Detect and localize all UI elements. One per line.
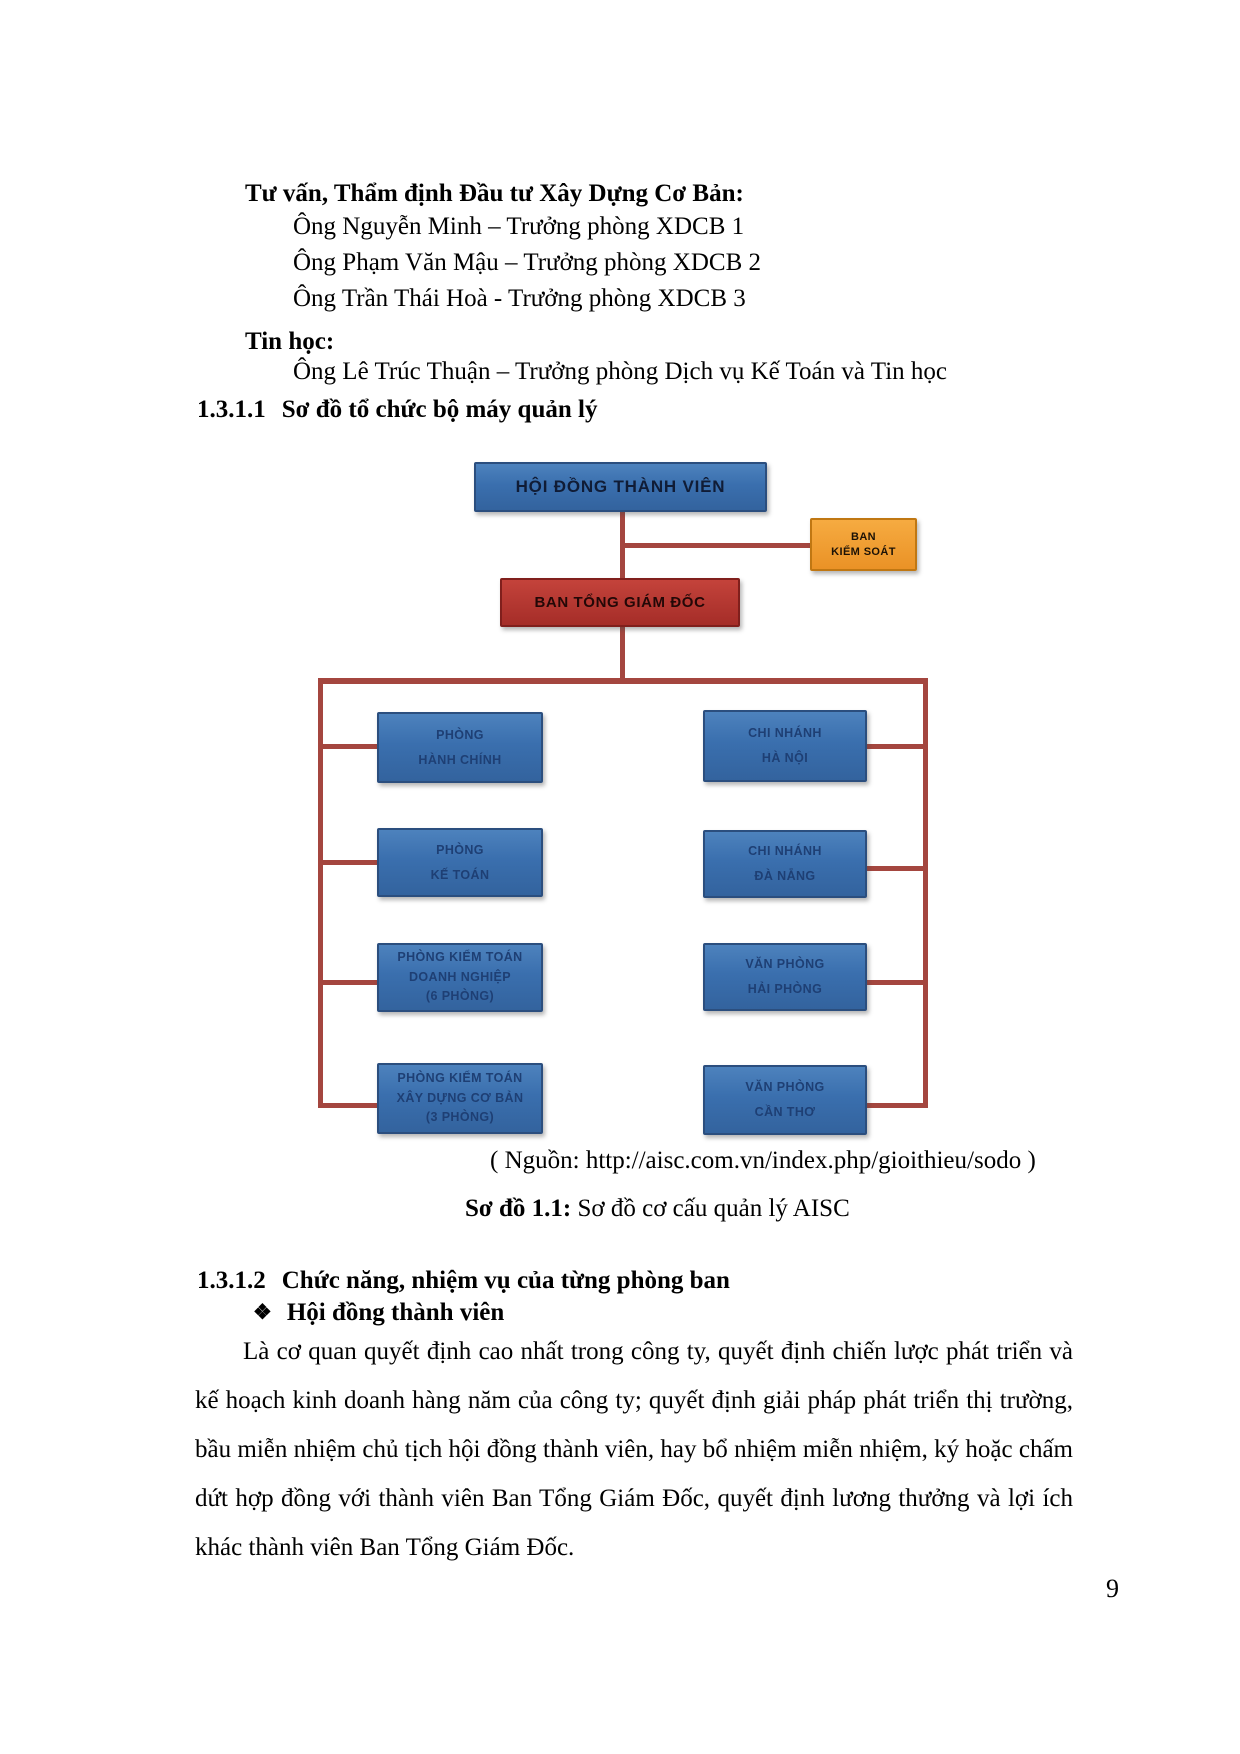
box-label: ĐÀ NẴNG: [754, 869, 816, 883]
box-label: PHÒNG: [436, 842, 484, 857]
box-label: PHÒNG KIỂM TOÁN: [397, 950, 523, 965]
bullet-heading: ❖ Hội đồng thành viên: [253, 1299, 504, 1327]
figure-caption-label: Sơ đồ 1.1:: [465, 1195, 572, 1222]
section-title: Sơ đồ tổ chức bộ máy quản lý: [281, 396, 598, 423]
box-label: BAN TỔNG GIÁM ĐỐC: [534, 594, 706, 611]
chart-box-chi-nhanh-ha-noi: CHI NHÁNH HÀ NỘI: [703, 710, 867, 782]
connector-line: [865, 866, 928, 871]
dept-group2-heading: Tin học:: [245, 328, 335, 355]
box-label: XÂY DỰNG CƠ BẢN: [396, 1090, 524, 1105]
figure-source: ( Nguồn: http://aisc.com.vn/index.php/gi…: [490, 1147, 1036, 1174]
box-label: HẢI PHÒNG: [747, 982, 823, 996]
section-heading-1311: 1.3.1.1 Sơ đồ tổ chức bộ máy quản lý: [197, 396, 597, 424]
section-number: 1.3.1.1: [197, 396, 266, 423]
chart-box-kiem-toan-doanh-nghiep: PHÒNG KIỂM TOÁN DOANH NGHIỆP (6 PHÒNG): [377, 943, 543, 1012]
box-label: DOANH NGHIỆP: [408, 969, 512, 984]
section-heading-1312: 1.3.1.2 Chức năng, nhiệm vụ của từng phòn…: [197, 1267, 730, 1295]
chart-box-phong-hanh-chinh: PHÒNG HÀNH CHÍNH: [377, 712, 543, 783]
connector-line: [923, 678, 928, 1108]
box-label: (3 PHÒNG): [425, 1110, 495, 1125]
box-label: BAN: [850, 530, 877, 543]
box-label: KIỂM SOÁT: [831, 545, 896, 558]
chart-box-kiem-toan-xdcb: PHÒNG KIỂM TOÁN XÂY DỰNG CƠ BẢN (3 PHÒNG…: [377, 1063, 543, 1134]
chart-box-members-council: HỘI ĐỒNG THÀNH VIÊN: [474, 462, 767, 512]
connector-line: [318, 678, 323, 1108]
connector-line: [865, 1103, 928, 1108]
chart-box-van-phong-hai-phong: VĂN PHÒNG HẢI PHÒNG: [703, 943, 867, 1011]
bullet-heading-text: Hội đồng thành viên: [286, 1299, 505, 1326]
connector-line: [318, 1103, 380, 1108]
connector-line: [318, 860, 380, 865]
box-label: VĂN PHÒNG: [745, 957, 825, 971]
connector-line: [865, 980, 928, 985]
dept-member-line: Ông Phạm Văn Mậu – Trưởng phòng XDCB 2: [293, 249, 762, 276]
box-label: HÀ NỘI: [761, 751, 809, 765]
box-label: CẦN THƠ: [754, 1105, 816, 1119]
box-label: CHI NHÁNH: [748, 844, 822, 858]
section-number: 1.3.1.2: [197, 1267, 266, 1294]
connector-line: [620, 627, 625, 682]
box-label: HÀNH CHÍNH: [418, 752, 502, 767]
chart-box-chi-nhanh-da-nang: CHI NHÁNH ĐÀ NẴNG: [703, 830, 867, 898]
figure-caption-text: Sơ đồ cơ cấu quản lý AISC: [577, 1195, 850, 1222]
box-label: PHÒNG: [436, 727, 484, 742]
box-label: PHÒNG KIỂM TOÁN: [397, 1071, 523, 1086]
chart-box-control-board: BAN KIỂM SOÁT: [810, 518, 917, 571]
section-title: Chức năng, nhiệm vụ của từng phòng ban: [281, 1267, 730, 1294]
box-label: CHI NHÁNH: [748, 726, 822, 740]
chart-box-general-directors: BAN TỔNG GIÁM ĐỐC: [500, 578, 740, 627]
connector-line: [318, 678, 928, 684]
box-label: HỘI ĐỒNG THÀNH VIÊN: [515, 477, 726, 496]
box-label: KẾ TOÁN: [430, 867, 490, 882]
dept-member-line: Ông Lê Trúc Thuận – Trưởng phòng Dịch vụ…: [293, 358, 947, 385]
diamond-bullet-icon: ❖: [253, 1300, 272, 1324]
connector-line: [622, 543, 810, 548]
figure-caption: Sơ đồ 1.1: Sơ đồ cơ cấu quản lý AISC: [465, 1195, 850, 1223]
box-label: (6 PHÒNG): [425, 989, 495, 1004]
chart-box-phong-ke-toan: PHÒNG KẾ TOÁN: [377, 828, 543, 897]
dept-group1-heading: Tư vấn, Thẩm định Đầu tư Xây Dựng Cơ Bản…: [245, 180, 744, 207]
dept-member-line: Ông Nguyễn Minh – Trưởng phòng XDCB 1: [293, 213, 745, 240]
connector-line: [318, 744, 380, 749]
chart-box-van-phong-can-tho: VĂN PHÒNG CẦN THƠ: [703, 1065, 867, 1135]
page-number: 9: [1106, 1574, 1119, 1603]
connector-line: [318, 980, 380, 985]
body-paragraph: Là cơ quan quyết định cao nhất trong côn…: [195, 1338, 1073, 1561]
dept-member-line: Ông Trần Thái Hoà - Trưởng phòng XDCB 3: [293, 285, 746, 312]
box-label: VĂN PHÒNG: [745, 1080, 825, 1094]
connector-line: [865, 744, 928, 749]
